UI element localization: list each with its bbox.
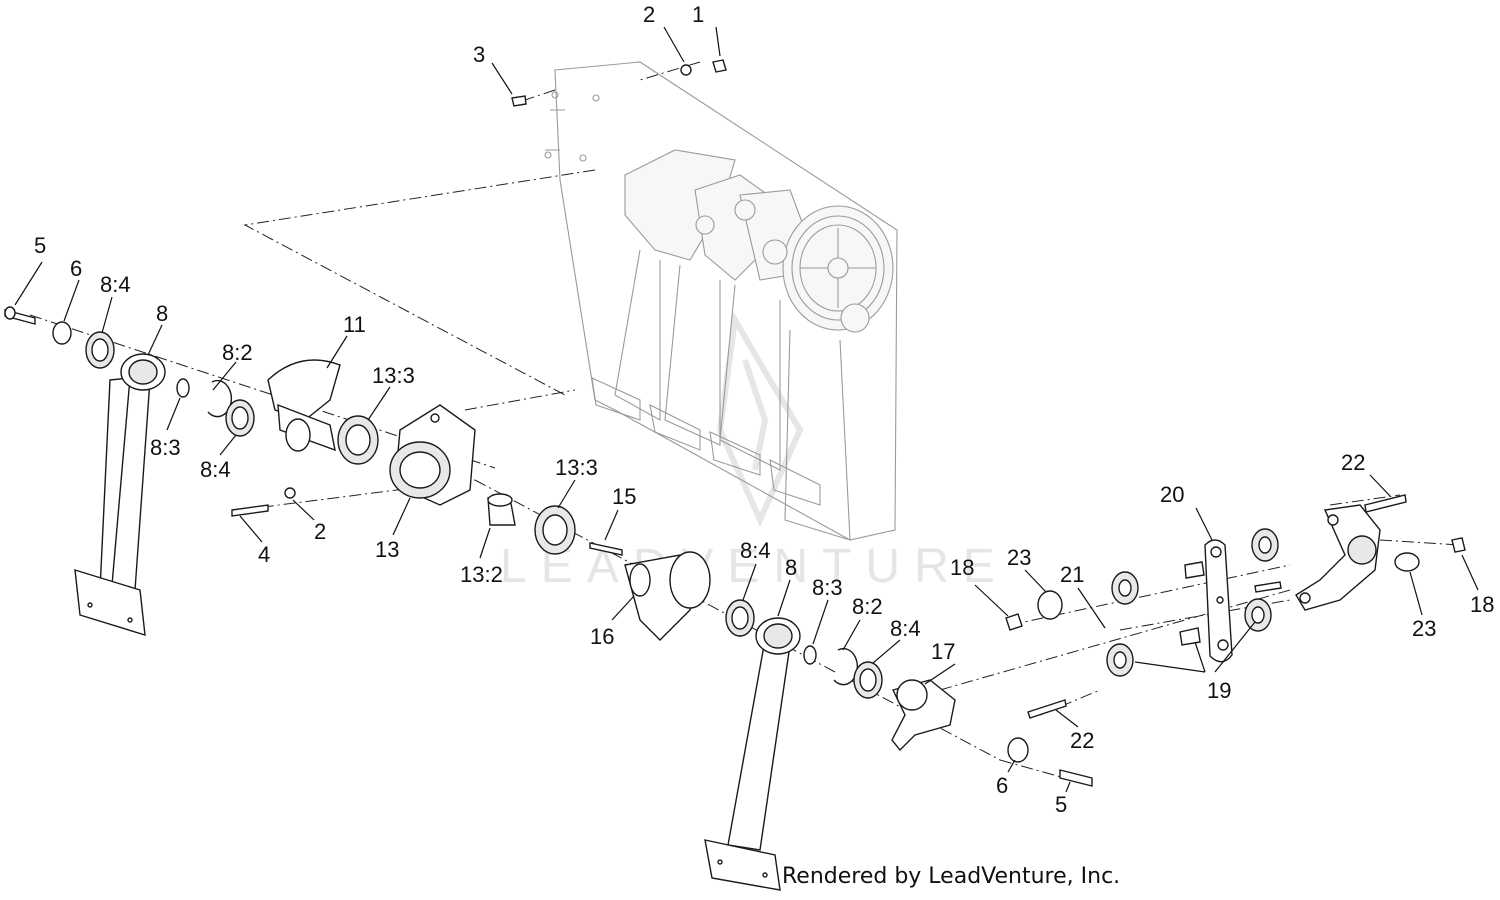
oring-8-3-left <box>176 378 190 398</box>
callout-4: 4 <box>258 542 270 567</box>
housing-13 <box>389 404 476 506</box>
callout-8-2-left: 8:2 <box>222 340 253 365</box>
callout-13-3-upper: 13:3 <box>372 363 415 388</box>
bolt-5-right <box>1059 769 1093 787</box>
washer-2-lower <box>284 487 296 499</box>
bushing-19-upper <box>1111 571 1139 605</box>
callout-8-4-upper: 8:4 <box>100 272 131 297</box>
callout-6-left: 6 <box>70 256 82 281</box>
callout-13-2: 13:2 <box>460 562 503 587</box>
bolt-22-upper <box>1364 494 1407 513</box>
callout-3: 3 <box>473 42 485 67</box>
crank-17 <box>891 679 956 752</box>
callout-23-left: 23 <box>1007 545 1031 570</box>
callout-8-3-left: 8:3 <box>150 435 181 460</box>
washer-23-left <box>1037 590 1063 620</box>
nut-18-left <box>1005 613 1023 631</box>
washer-6-right <box>1007 737 1029 763</box>
callout-11: 11 <box>343 312 366 337</box>
bushing-right-upper <box>1251 528 1279 562</box>
callout-13-3-lower: 13:3 <box>555 455 598 480</box>
crank-11 <box>267 359 341 452</box>
nut-18-right <box>1451 537 1466 553</box>
watermark-text: LEADVENTURE <box>500 540 1009 593</box>
callout-5-right: 5 <box>1055 792 1067 817</box>
bushing-19-lower <box>1106 643 1134 677</box>
callout-1: 1 <box>692 2 704 27</box>
bearing-8-4-lower <box>225 399 255 437</box>
pin-right <box>1254 581 1282 593</box>
sleeve-lower <box>1179 627 1201 646</box>
nut-1 <box>712 59 727 73</box>
callout-leaders <box>14 26 1479 793</box>
callout-2-top: 2 <box>643 2 655 27</box>
callout-18-right: 18 <box>1470 592 1494 617</box>
credit-text: Rendered by LeadVenture, Inc. <box>782 864 1121 889</box>
bolt-22-lower <box>1027 699 1067 719</box>
callout-8-left: 8 <box>156 301 168 326</box>
callout-6-right: 6 <box>996 773 1008 798</box>
bearing-13-3-upper <box>337 415 379 465</box>
callout-18-left: 18 <box>950 555 974 580</box>
washer-23-right <box>1394 552 1420 572</box>
connecting-rod-right <box>704 617 801 891</box>
callout-8-4-mid: 8:4 <box>740 538 771 563</box>
sleeve-upper <box>1184 561 1205 579</box>
bearing-8-4-upper <box>85 331 115 369</box>
callout-8-4-lower: 8:4 <box>200 457 231 482</box>
pin-15 <box>589 542 623 556</box>
pin-3 <box>511 95 527 107</box>
callout-23-right: 23 <box>1412 616 1436 641</box>
callout-5-left: 5 <box>34 233 46 258</box>
callout-22-upper: 22 <box>1341 450 1365 475</box>
callout-13: 13 <box>375 537 399 562</box>
callout-20: 20 <box>1160 482 1184 507</box>
callout-15: 15 <box>612 484 636 509</box>
crank-16 <box>624 551 711 641</box>
callout-21: 21 <box>1060 562 1084 587</box>
bearing-13-3-lower <box>534 505 576 555</box>
callout-8-2-right: 8:2 <box>852 594 883 619</box>
frame-assembly-ghost <box>544 61 898 541</box>
washer-2-top <box>680 64 692 76</box>
callout-19: 19 <box>1207 678 1231 703</box>
callout-2-lower: 2 <box>314 519 326 544</box>
link-plate-20 <box>1204 539 1233 663</box>
callout-8-3-right: 8:3 <box>812 575 843 600</box>
oring-8-3-right <box>803 645 817 665</box>
callout-16: 16 <box>590 624 614 649</box>
connecting-rod-left <box>74 353 166 636</box>
washer-6-left <box>52 321 72 345</box>
bearing-8-4-mid <box>725 599 755 637</box>
callout-22-lower: 22 <box>1070 728 1094 753</box>
callout-8-right: 8 <box>785 555 797 580</box>
callout-17: 17 <box>931 639 955 664</box>
bolt-4 <box>231 504 269 517</box>
bracket-right <box>1295 504 1381 611</box>
callout-8-4-right: 8:4 <box>890 616 921 641</box>
bolt-5-left <box>4 306 36 325</box>
spacer-13-2 <box>487 493 516 526</box>
callout-labels: 1 2 3 5 6 8:4 8 11 8:2 13:3 8:3 8:4 2 4 … <box>34 2 1494 817</box>
bearing-8-4-right <box>853 661 883 699</box>
bushing-right-lower <box>1244 598 1272 632</box>
